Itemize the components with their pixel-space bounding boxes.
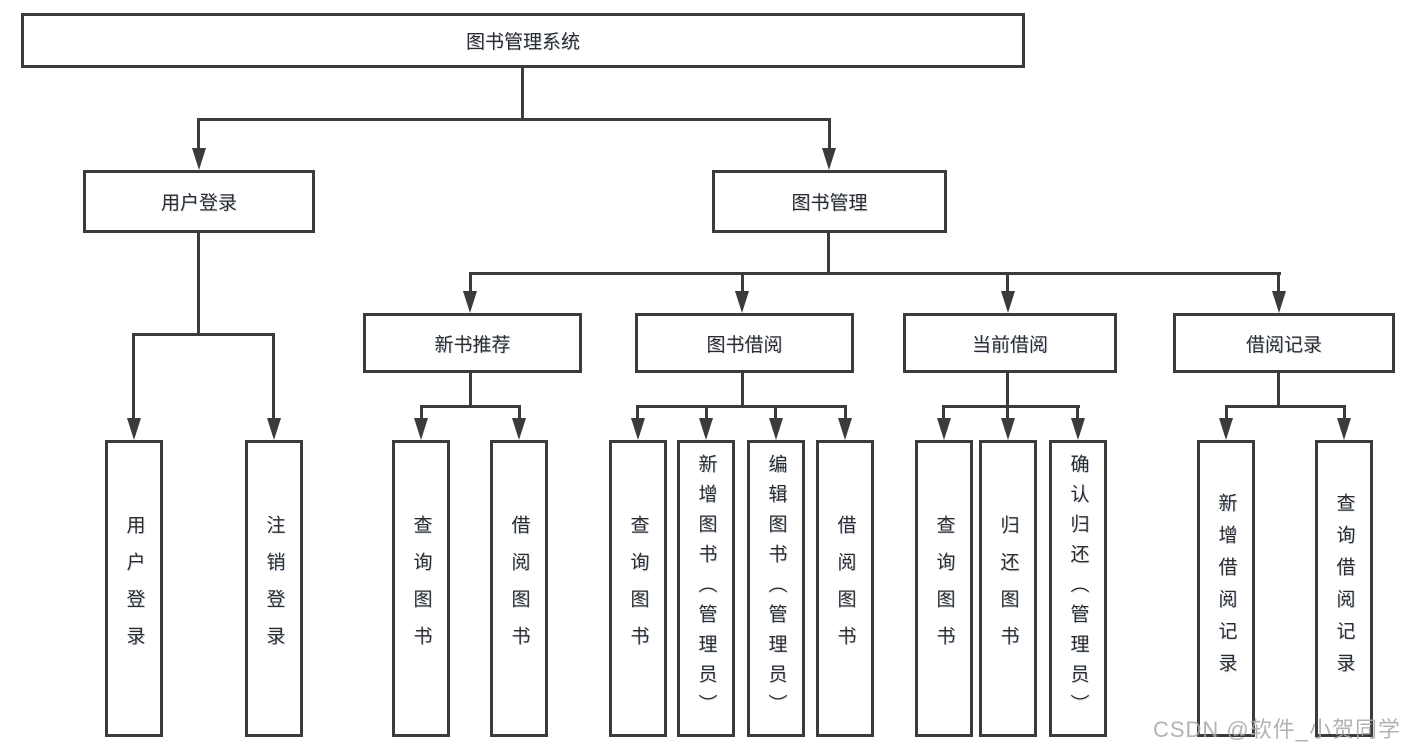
connector-line <box>132 333 275 336</box>
connector-line <box>521 68 524 121</box>
node-label: 用户登录 <box>160 193 237 214</box>
connector-line <box>942 405 1080 408</box>
connector-line <box>132 333 135 421</box>
arrow-down-icon <box>937 418 951 440</box>
node-return-book: 归还图书 <box>979 440 1037 737</box>
connector-line <box>705 405 708 421</box>
watermark: CSDN @软件_小贺同学 <box>1152 717 1401 742</box>
node-label: 新增图书（管理员） <box>695 453 717 724</box>
node-new-book-recommend: 新书推荐 <box>363 313 582 373</box>
node-label: 图书管理系统 <box>465 32 580 53</box>
connector-line <box>741 272 744 294</box>
connector-line <box>469 272 472 294</box>
node-label: 归还图书 <box>997 514 1019 663</box>
arrow-down-icon <box>1337 418 1351 440</box>
connector-line <box>636 405 847 408</box>
connector-line <box>1277 373 1280 408</box>
arrow-down-icon <box>192 148 206 170</box>
node-user-login: 用户登录 <box>105 440 163 737</box>
arrow-down-icon <box>631 418 645 440</box>
connector-line <box>1343 405 1346 421</box>
node-label: 当前借阅 <box>971 334 1048 356</box>
arrow-down-icon <box>463 291 477 313</box>
connector-line <box>469 373 472 408</box>
connector-line <box>828 118 831 151</box>
node-label: 查询图书 <box>410 514 432 663</box>
connector-line <box>1006 373 1009 408</box>
node-label: 查询图书 <box>627 514 649 663</box>
node-label: 新书推荐 <box>434 334 511 356</box>
node-logout: 注销登录 <box>245 440 303 737</box>
node-query-books-2: 查询图书 <box>609 440 667 737</box>
node-add-book-admin: 新增图书（管理员） <box>677 440 735 737</box>
connector-line <box>518 405 521 421</box>
arrow-down-icon <box>1219 418 1233 440</box>
node-add-borrow-record: 新增借阅记录 <box>1197 440 1255 737</box>
node-label: 图书借阅 <box>706 334 783 356</box>
node-label: 新增借阅记录 <box>1215 492 1237 685</box>
connector-line <box>741 373 744 408</box>
connector-line <box>1076 405 1079 421</box>
connector-line <box>420 405 423 421</box>
connector-line <box>1277 272 1280 294</box>
arrow-down-icon <box>512 418 526 440</box>
arrow-down-icon <box>1001 291 1015 313</box>
node-label: 查询图书 <box>933 514 955 663</box>
connector-line <box>272 333 275 421</box>
node-label: 图书管理 <box>791 193 868 214</box>
arrow-down-icon <box>127 418 141 440</box>
connector-line <box>636 405 639 421</box>
node-label: 借阅图书 <box>508 514 530 663</box>
node-label: 借阅记录 <box>1245 334 1322 356</box>
node-borrow-books-2: 借阅图书 <box>816 440 874 737</box>
node-label: 用户登录 <box>123 514 145 663</box>
arrow-down-icon <box>699 418 713 440</box>
connector-line <box>774 405 777 421</box>
node-label: 确认归还（管理员） <box>1067 453 1089 724</box>
connector-line <box>1225 405 1346 408</box>
node-borrow-books-1: 借阅图书 <box>490 440 548 737</box>
arrow-down-icon <box>1071 418 1085 440</box>
connector-line <box>1006 405 1009 421</box>
node-label: 借阅图书 <box>834 514 856 663</box>
connector-line <box>469 272 1281 275</box>
node-current-borrowing: 当前借阅 <box>903 313 1117 373</box>
node-label: 注销登录 <box>263 514 285 663</box>
arrow-down-icon <box>735 291 749 313</box>
arrow-down-icon <box>838 418 852 440</box>
node-query-books-3: 查询图书 <box>915 440 973 737</box>
node-book-management-system: 图书管理系统 <box>21 13 1025 68</box>
node-query-books-1: 查询图书 <box>392 440 450 737</box>
node-confirm-return-admin: 确认归还（管理员） <box>1049 440 1107 737</box>
connector-line <box>844 405 847 421</box>
connector-line <box>420 405 521 408</box>
node-edit-book-admin: 编辑图书（管理员） <box>747 440 805 737</box>
arrow-down-icon <box>1001 418 1015 440</box>
arrow-down-icon <box>769 418 783 440</box>
arrow-down-icon <box>1272 291 1286 313</box>
node-book-management-branch: 图书管理 <box>712 170 947 233</box>
arrow-down-icon <box>414 418 428 440</box>
node-book-borrowing: 图书借阅 <box>635 313 854 373</box>
connector-line <box>197 118 200 151</box>
connector-line <box>197 233 200 336</box>
connector-line <box>1006 272 1009 294</box>
node-user-login-branch: 用户登录 <box>83 170 315 233</box>
connector-line <box>197 118 831 121</box>
node-query-borrow-record: 查询借阅记录 <box>1315 440 1373 737</box>
node-label: 编辑图书（管理员） <box>765 453 787 724</box>
connector-line <box>827 233 830 275</box>
node-borrowing-records: 借阅记录 <box>1173 313 1395 373</box>
arrow-down-icon <box>822 148 836 170</box>
node-label: 查询借阅记录 <box>1333 492 1355 685</box>
connector-line <box>942 405 945 421</box>
connector-line <box>1225 405 1228 421</box>
arrow-down-icon <box>267 418 281 440</box>
